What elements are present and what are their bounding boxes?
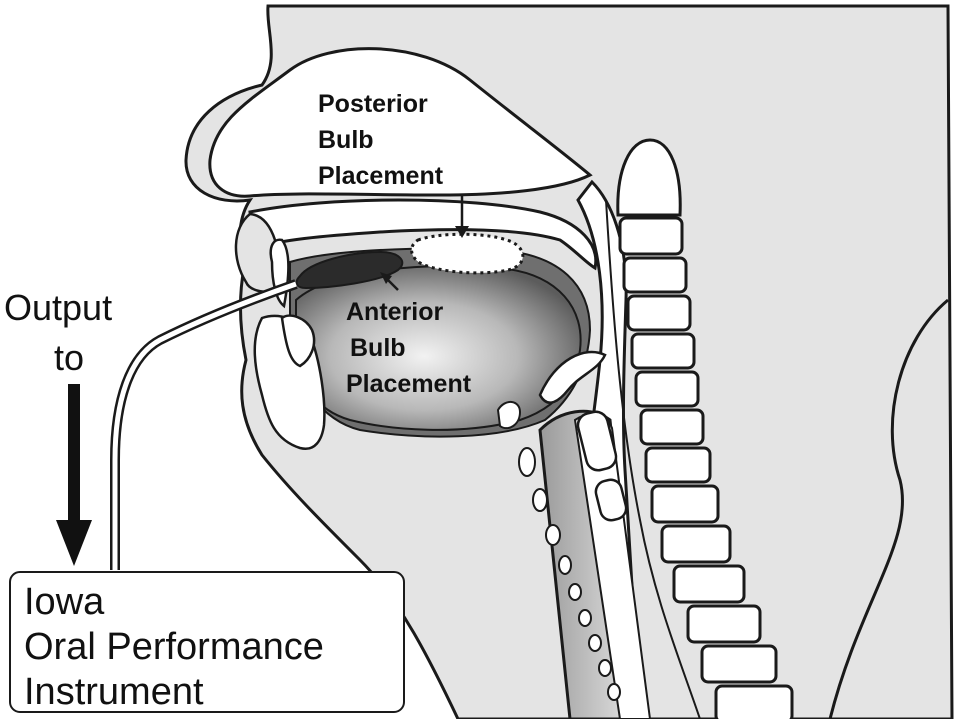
tracheal-ring	[598, 659, 612, 677]
tracheal-ring	[532, 488, 548, 512]
tracheal-ring	[578, 609, 592, 627]
posterior-label-line3: Placement	[318, 162, 444, 190]
tongue	[295, 265, 582, 431]
anterior-label-line1: Anterior	[346, 298, 444, 326]
spine	[616, 138, 794, 724]
hyoid	[496, 401, 522, 430]
anterior-label-line2: Bulb	[350, 334, 406, 362]
connecting-tube-inner	[112, 281, 297, 570]
tracheal-ring	[518, 447, 536, 477]
tracheal-ring	[568, 583, 582, 601]
output-arrow-shaft	[68, 384, 80, 524]
vertebra	[714, 684, 794, 724]
instrument-line1: Iowa	[24, 581, 105, 623]
vertebra	[686, 604, 762, 644]
posterior-label-line1: Posterior	[318, 90, 428, 118]
anterior-arrow-head	[380, 272, 392, 284]
tracheal-ring	[558, 555, 572, 575]
vertebra	[639, 408, 705, 446]
vertebra	[630, 332, 696, 370]
tracheal-ring	[588, 634, 602, 652]
output-label-line2: to	[54, 337, 84, 378]
epiglottis	[538, 350, 607, 404]
output-label-line1: Output	[4, 287, 112, 328]
palate	[248, 198, 598, 271]
vertebra	[672, 564, 746, 604]
output-arrow-head	[56, 520, 92, 566]
lower-incisor	[280, 314, 316, 368]
instrument-line3: Instrument	[24, 671, 204, 713]
neck-back-outline	[828, 298, 949, 720]
tracheal-ring	[607, 683, 621, 701]
anterior-bulb	[295, 250, 404, 290]
vertebra	[618, 216, 684, 256]
nasal-cavity	[208, 47, 593, 198]
vertebra	[700, 644, 778, 684]
posterior-label-line2: Bulb	[318, 126, 374, 154]
tracheal-ring	[545, 524, 561, 546]
vertebra	[622, 256, 688, 294]
spinal-canal-line	[605, 199, 701, 720]
dens	[616, 138, 682, 217]
vertebra	[634, 370, 700, 408]
posterior-bulb	[410, 232, 525, 275]
vertebra	[626, 294, 692, 332]
tracheal-rings	[518, 447, 621, 701]
vertebra	[644, 446, 712, 484]
instrument-line2: Oral Performance	[24, 626, 324, 668]
anterior-label-line3: Placement	[346, 370, 472, 398]
posterior-arrow-head	[455, 226, 469, 238]
vertebra	[660, 524, 732, 564]
vertebra	[650, 484, 720, 524]
instrument-box	[9, 571, 405, 713]
larynx-cartilage	[576, 410, 628, 522]
